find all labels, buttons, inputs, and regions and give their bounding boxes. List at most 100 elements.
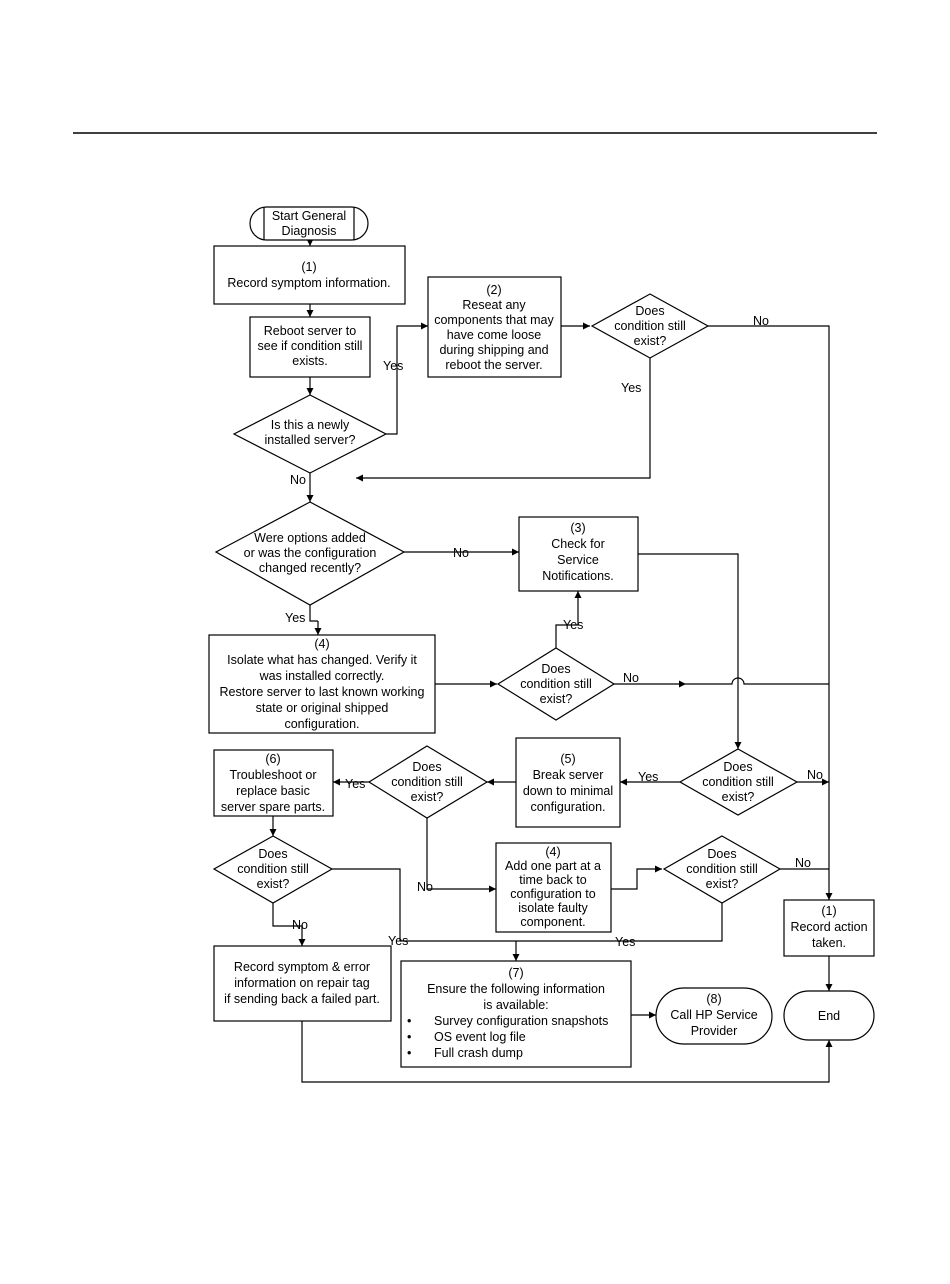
svg-text:Does: Does [258, 847, 287, 861]
svg-text:Notifications.: Notifications. [542, 569, 614, 583]
decision-newly-installed: Is this a newly installed server? [232, 394, 388, 474]
edge-label-no: No [453, 546, 469, 560]
edge-label-no: No [753, 314, 769, 328]
svg-text:condition still: condition still [237, 862, 309, 876]
svg-text:replace basic: replace basic [236, 784, 310, 798]
svg-text:Does: Does [635, 304, 664, 318]
svg-text:Break server: Break server [533, 768, 604, 782]
edge-label-yes: Yes [563, 618, 583, 632]
record-symptom-repair-tag: Record symptom & error information on re… [213, 945, 392, 1022]
svg-text:component.: component. [520, 915, 585, 929]
svg-text:exist?: exist? [257, 877, 290, 891]
edge-label-no: No [623, 671, 639, 685]
step-4-add-one-part: (4) Add one part at a time back to confi… [495, 842, 612, 933]
svg-text:server spare parts.: server spare parts. [221, 800, 325, 814]
svg-text:Provider: Provider [691, 1024, 738, 1038]
svg-text:components that may: components that may [434, 313, 554, 327]
edge-label-no: No [290, 473, 306, 487]
svg-text:isolate faulty: isolate faulty [518, 901, 588, 915]
svg-text:configuration.: configuration. [284, 717, 359, 731]
start-terminator: Start General Diagnosis [249, 206, 369, 241]
svg-text:configuration to: configuration to [510, 887, 596, 901]
svg-text:(4): (4) [545, 845, 560, 859]
start-label-1: Start General [272, 209, 346, 223]
step-6-troubleshoot-parts: (6) Troubleshoot or replace basic server… [213, 749, 334, 817]
svg-text:Reseat any: Reseat any [462, 298, 526, 312]
svg-text:condition still: condition still [686, 862, 758, 876]
decision-exist-2: Does condition still exist? [496, 647, 616, 721]
reboot-server-box: Reboot server to see if condition still … [249, 316, 371, 378]
svg-text:installed server?: installed server? [264, 433, 355, 447]
decision-exist-3: Does condition still exist? [678, 748, 799, 816]
list-item: Full crash dump [434, 1046, 523, 1060]
svg-text:or was the configuration: or was the configuration [244, 546, 377, 560]
svg-text:information on repair tag: information on repair tag [234, 976, 370, 990]
svg-text:Isolate what has changed. Veri: Isolate what has changed. Verify it [227, 653, 417, 667]
svg-text:(5): (5) [560, 752, 575, 766]
svg-text:exists.: exists. [292, 354, 327, 368]
step-3-service-notifications: (3) Check for Service Notifications. [518, 516, 639, 592]
svg-text:if sending back a failed part.: if sending back a failed part. [224, 992, 380, 1006]
svg-text:exist?: exist? [706, 877, 739, 891]
connectors [269, 239, 833, 1083]
svg-text:Were options added: Were options added [254, 531, 366, 545]
end-terminator: End [783, 990, 875, 1041]
svg-text:(6): (6) [265, 752, 280, 766]
edge-label-yes: Yes [285, 611, 305, 625]
svg-text:down to minimal: down to minimal [523, 784, 613, 798]
svg-text:(1): (1) [821, 904, 836, 918]
svg-text:Ensure the following informati: Ensure the following information [427, 982, 605, 996]
edge-label-no: No [292, 918, 308, 932]
decision-exist-6: Does condition still exist? [662, 835, 782, 904]
svg-text:condition still: condition still [702, 775, 774, 789]
edge-label-yes: Yes [383, 359, 403, 373]
svg-text:time back to: time back to [519, 873, 586, 887]
svg-text:was installed correctly.: was installed correctly. [259, 669, 385, 683]
step-4-isolate-changes: (4) Isolate what has changed. Verify it … [208, 634, 436, 734]
bullet: • [407, 1030, 411, 1044]
svg-text:Record symptom information.: Record symptom information. [227, 276, 390, 290]
start-label-2: Diagnosis [282, 224, 337, 238]
list-item: OS event log file [434, 1030, 526, 1044]
svg-text:condition still: condition still [614, 319, 686, 333]
svg-text:condition still: condition still [520, 677, 592, 691]
edge-label-yes: Yes [388, 934, 408, 948]
svg-text:Service: Service [557, 553, 599, 567]
decision-exist-4: Does condition still exist? [367, 745, 489, 819]
svg-text:exist?: exist? [411, 790, 444, 804]
step-8-call-hp-terminator: (8) Call HP Service Provider [655, 987, 773, 1045]
step-7-ensure-information: (7) Ensure the following information is … [400, 960, 632, 1068]
decision-exist-5: Does condition still exist? [212, 835, 334, 904]
svg-text:Does: Does [723, 760, 752, 774]
svg-text:(1): (1) [301, 260, 316, 274]
svg-text:is available:: is available: [483, 998, 548, 1012]
svg-text:exist?: exist? [540, 692, 573, 706]
svg-text:Check for: Check for [551, 537, 605, 551]
svg-text:configuration.: configuration. [530, 800, 605, 814]
svg-text:have come loose: have come loose [447, 328, 542, 342]
list-item: Survey configuration snapshots [434, 1014, 608, 1028]
step-1-record-symptom: (1) Record symptom information. [213, 245, 406, 305]
svg-text:changed recently?: changed recently? [259, 561, 361, 575]
svg-text:during shipping and: during shipping and [439, 343, 548, 357]
step-2-reseat-components: (2) Reseat any components that may have … [427, 276, 562, 378]
svg-text:condition still: condition still [391, 775, 463, 789]
svg-text:exist?: exist? [634, 334, 667, 348]
edge-labels: Yes No Yes No No Yes Yes No Yes No Yes N… [285, 314, 823, 949]
edge-label-yes: Yes [345, 777, 365, 791]
svg-text:Does: Does [707, 847, 736, 861]
svg-text:state or original shipped: state or original shipped [256, 701, 389, 715]
edge-label-no: No [417, 880, 433, 894]
edge-label-no: No [795, 856, 811, 870]
decision-exist-1: Does condition still exist? [590, 293, 710, 359]
svg-text:reboot the server.: reboot the server. [445, 358, 542, 372]
svg-text:(4): (4) [314, 637, 329, 651]
svg-text:(2): (2) [486, 283, 501, 297]
step-5-break-server-down: (5) Break server down to minimal configu… [515, 737, 621, 828]
svg-text:taken.: taken. [812, 936, 846, 950]
decision-options-changed: Were options added or was the configurat… [214, 501, 406, 606]
svg-text:(3): (3) [570, 521, 585, 535]
svg-text:Restore server to last known w: Restore server to last known working [220, 685, 425, 699]
svg-text:Record symptom & error: Record symptom & error [234, 960, 370, 974]
